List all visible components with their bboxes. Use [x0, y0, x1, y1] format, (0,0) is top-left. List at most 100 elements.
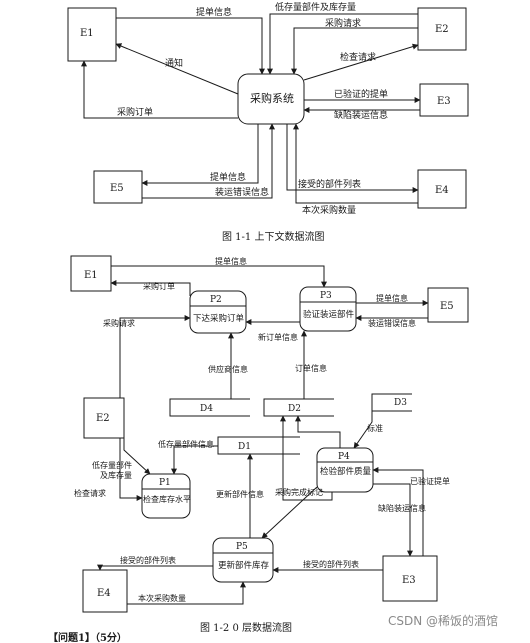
process-p2-name: 下达采购订单	[193, 313, 245, 324]
flow2-p4-p5	[261, 486, 318, 539]
flow2-purchase-done-label: 采购完成标记	[275, 487, 323, 497]
flow2-shipping-error-label: 装运错误信息	[368, 318, 416, 328]
flow2-verified-bill-label: 已验证提单	[410, 476, 450, 486]
store-d3	[371, 393, 412, 412]
flow2-check-request-label: 检查请求	[74, 488, 106, 498]
flow2-purchase-qty-label: 本次采购数量	[138, 593, 186, 603]
entity-e3-label: E3	[437, 96, 451, 107]
flow2-check-request	[119, 438, 143, 501]
store-d2-label: D2	[288, 404, 301, 414]
entity-e3	[419, 83, 469, 117]
process-p4-id: P4	[338, 452, 350, 462]
caption-figure-1-1: 图 1-1 上下文数据流图	[222, 230, 324, 243]
flow-notify-label: 通知	[165, 57, 183, 69]
flow-purchase-request-label: 采购请求	[325, 17, 361, 29]
flow2-purchase-done	[280, 415, 333, 501]
entity2-e4	[82, 569, 128, 613]
flow-purchase-qty	[293, 123, 418, 204]
caption-figure-1-2: 图 1-2 0 层数据流图	[200, 621, 292, 634]
flow2-standard-label: 标准	[367, 423, 383, 433]
flow-shipping-error-label: 装运错误信息	[215, 186, 269, 198]
process-p1-name: 检查库存水平	[143, 494, 191, 504]
flow2-order-info-label: 订单信息	[295, 363, 327, 373]
store-d4-label: D4	[200, 404, 213, 414]
store-d1	[217, 436, 300, 455]
store-d4	[169, 398, 250, 417]
flow-purchase-qty-label: 本次采购数量	[302, 204, 356, 216]
entity-e4	[417, 169, 467, 209]
entity2-e1	[70, 255, 112, 292]
flow2-defect-info-label: 缺陷装运信息	[378, 503, 426, 513]
flow2-low-stock-e2	[123, 438, 151, 475]
flow2-standard	[353, 411, 373, 449]
flow2-purchase-order-label: 采购订单	[143, 281, 175, 291]
flow-low-stock-label: 低存量部件及库存量	[275, 1, 356, 13]
entity2-e5-label: E5	[440, 301, 454, 312]
process-p5-name: 更新部件库存	[218, 560, 270, 571]
entity-e1	[67, 7, 117, 62]
entity2-e5	[427, 287, 469, 323]
flow2-verified-bill	[372, 467, 424, 556]
flow2-p4-d2	[295, 415, 341, 448]
flow-check-request-label: 检查请求	[340, 51, 376, 63]
entity-e5	[93, 170, 143, 204]
flow2-accepted-right-label: 接受的部件列表	[303, 559, 359, 569]
flow-check-request	[303, 43, 419, 81]
entity2-e3-label: E3	[402, 575, 416, 586]
process-p3-id: P3	[320, 291, 332, 301]
flow2-purchase-request	[119, 315, 191, 398]
flow2-supplier-label: 供应商信息	[208, 364, 248, 374]
flow-purchase-request	[291, 27, 418, 75]
flow2-bill-info-top	[111, 265, 327, 288]
level0-diagram	[70, 255, 469, 613]
question-heading: 【问题1】（5分）	[48, 631, 127, 643]
flow2-low-stock-line2: 低存量部件	[92, 460, 132, 470]
entity-e4-label: E4	[435, 185, 449, 196]
flow2-low-stock	[171, 445, 218, 475]
process-p2	[189, 290, 247, 334]
flow2-purchase-order	[110, 280, 191, 296]
process-p5-id: P5	[236, 542, 248, 552]
flow2-accepted-left-label: 接受的部件列表	[120, 555, 176, 565]
entity-e2-label: E2	[435, 24, 449, 35]
process-p4-name: 检验部件质量	[320, 466, 372, 477]
flow-low-stock	[267, 13, 418, 75]
flow2-low-stock-line1: 低存量部件信息	[158, 439, 214, 449]
entity-e2	[417, 7, 467, 51]
flow2-bill-info-top-label: 提单信息	[215, 256, 247, 266]
flow-purchase-order-label: 采购订单	[117, 106, 153, 118]
entity2-e2-label: E2	[96, 413, 110, 424]
context-diagram	[67, 7, 469, 209]
flow-verified-bill-label: 已验证的提单	[334, 88, 388, 100]
entity2-e1-label: E1	[84, 270, 98, 281]
flow-defect-info-label: 缺陷装运信息	[334, 109, 388, 121]
flow-bill-info-e1-label: 提单信息	[196, 6, 232, 18]
flow-bill-info-e1	[116, 17, 265, 75]
csdn-watermark: CSDN @稀饭的酒馆	[388, 614, 499, 628]
context-labels: E1 E2 E3 E5 E4 采购系统 提单信息 通知 低存量部件及库存量 采购…	[80, 1, 451, 216]
flow-purchase-order	[81, 60, 238, 119]
flow2-low-stock-line3: 及库存量	[100, 470, 132, 480]
flow2-defect-info	[373, 483, 413, 557]
entity-e1-label: E1	[80, 28, 94, 39]
flow2-purchase-qty	[127, 581, 246, 605]
flow-shipping-error	[142, 123, 275, 199]
store-d3-label: D3	[394, 398, 407, 408]
flow2-purchase-request-label: 采购请求	[103, 318, 135, 328]
level0-labels: E1 E2 E5 E3 E4 P2 下达采购订单 P3 验证装运部件 P1 检查…	[74, 256, 454, 603]
flow-accepted-parts-label: 接受的部件列表	[298, 178, 361, 190]
flow-notify	[115, 43, 239, 95]
entity2-e4-label: E4	[97, 588, 111, 599]
process-p1-id: P1	[159, 478, 171, 488]
flow2-new-order-label: 新订单信息	[258, 332, 298, 342]
flow-accepted-parts	[286, 124, 419, 193]
entity-e5-label: E5	[110, 183, 124, 194]
process-purchase-system-label: 采购系统	[250, 91, 294, 105]
store-d1-label: D1	[238, 442, 251, 452]
process-p2-id: P2	[210, 295, 222, 305]
flow2-update-parts-label: 更新部件信息	[216, 489, 264, 499]
flow2-accepted-left	[97, 564, 213, 571]
process-p3	[299, 286, 357, 332]
process-p3-name: 验证装运部件	[303, 309, 355, 320]
